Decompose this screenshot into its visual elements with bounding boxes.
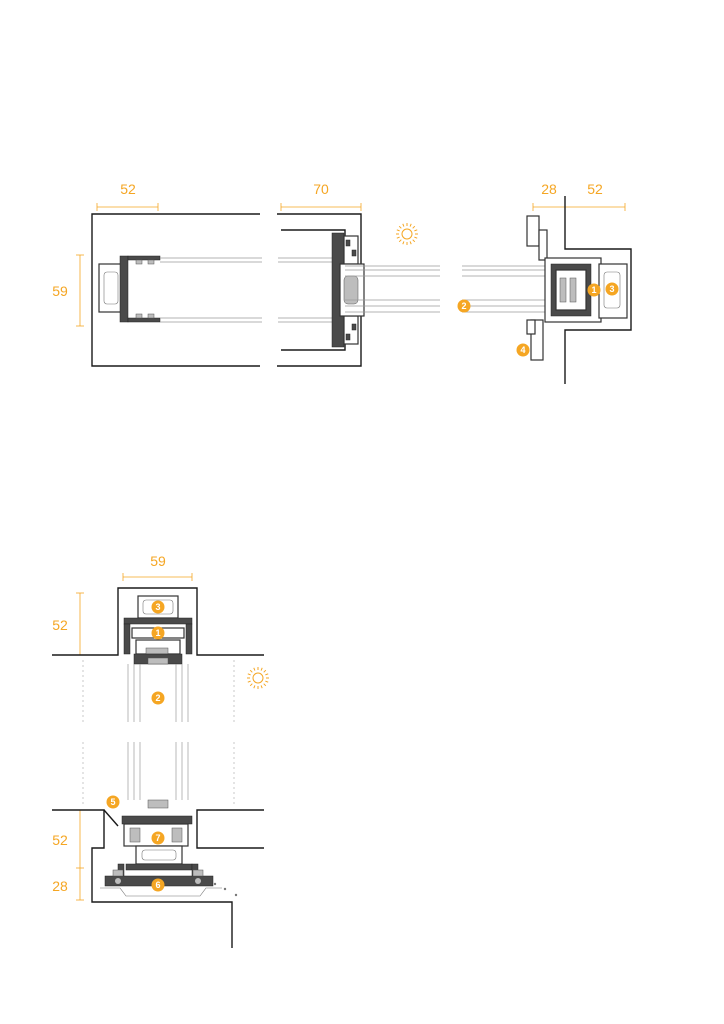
callout-label: 4 bbox=[520, 345, 525, 355]
section-callout-1: 1 bbox=[151, 626, 165, 640]
section-top-wall bbox=[52, 587, 264, 656]
section-view: 59 52 52 28 bbox=[52, 553, 270, 948]
plan-left-frame-profile bbox=[98, 255, 161, 323]
section-bottom-wall bbox=[52, 809, 264, 948]
plan-glass-lines bbox=[160, 257, 345, 323]
section-callout-3: 3 bbox=[151, 600, 165, 614]
plan-right-frame-profile bbox=[526, 215, 628, 361]
section-callout-7: 7 bbox=[151, 831, 165, 845]
section-callout-2: 2 bbox=[151, 691, 165, 705]
dim-section-59: 59 bbox=[150, 553, 166, 569]
dim-plan-52-left: 52 bbox=[120, 181, 136, 197]
plan-mullion-profile bbox=[331, 232, 365, 348]
section-callout-5: 5 bbox=[106, 795, 120, 809]
sun-icon bbox=[246, 666, 270, 690]
plan-view: 52 70 28 52 59 bbox=[52, 181, 632, 384]
plan-callout-1: 1 bbox=[587, 283, 601, 297]
dim-section-52-top: 52 bbox=[52, 617, 68, 633]
dim-section-28: 28 bbox=[52, 878, 68, 894]
callout-label: 2 bbox=[155, 693, 160, 703]
callout-label: 1 bbox=[591, 285, 596, 295]
dim-plan-28: 28 bbox=[541, 181, 557, 197]
callout-label: 7 bbox=[155, 833, 160, 843]
callout-label: 1 bbox=[155, 628, 160, 638]
callout-label: 5 bbox=[110, 797, 115, 807]
plan-callout-3: 3 bbox=[605, 282, 619, 296]
section-callout-6: 6 bbox=[151, 878, 165, 892]
section-dashed-lines bbox=[82, 660, 235, 805]
dim-plan-59: 59 bbox=[52, 283, 68, 299]
dim-plan-70: 70 bbox=[313, 181, 329, 197]
callout-label: 3 bbox=[155, 602, 160, 612]
section-sill-profile bbox=[100, 815, 238, 897]
dim-section-52-bottom: 52 bbox=[52, 832, 68, 848]
section-glass-panel bbox=[127, 653, 189, 809]
plan-dimension-lines bbox=[76, 203, 626, 327]
dim-plan-52-right: 52 bbox=[587, 181, 603, 197]
plan-callout-4: 4 bbox=[516, 343, 530, 357]
plan-left-wall bbox=[91, 213, 362, 367]
callout-label: 2 bbox=[461, 301, 466, 311]
sun-icon bbox=[395, 222, 419, 246]
plan-callout-2: 2 bbox=[457, 299, 471, 313]
plan-right-wall bbox=[564, 196, 632, 384]
plan-sliding-panel bbox=[345, 265, 545, 313]
callout-label: 3 bbox=[609, 284, 614, 294]
callout-label: 6 bbox=[155, 880, 160, 890]
